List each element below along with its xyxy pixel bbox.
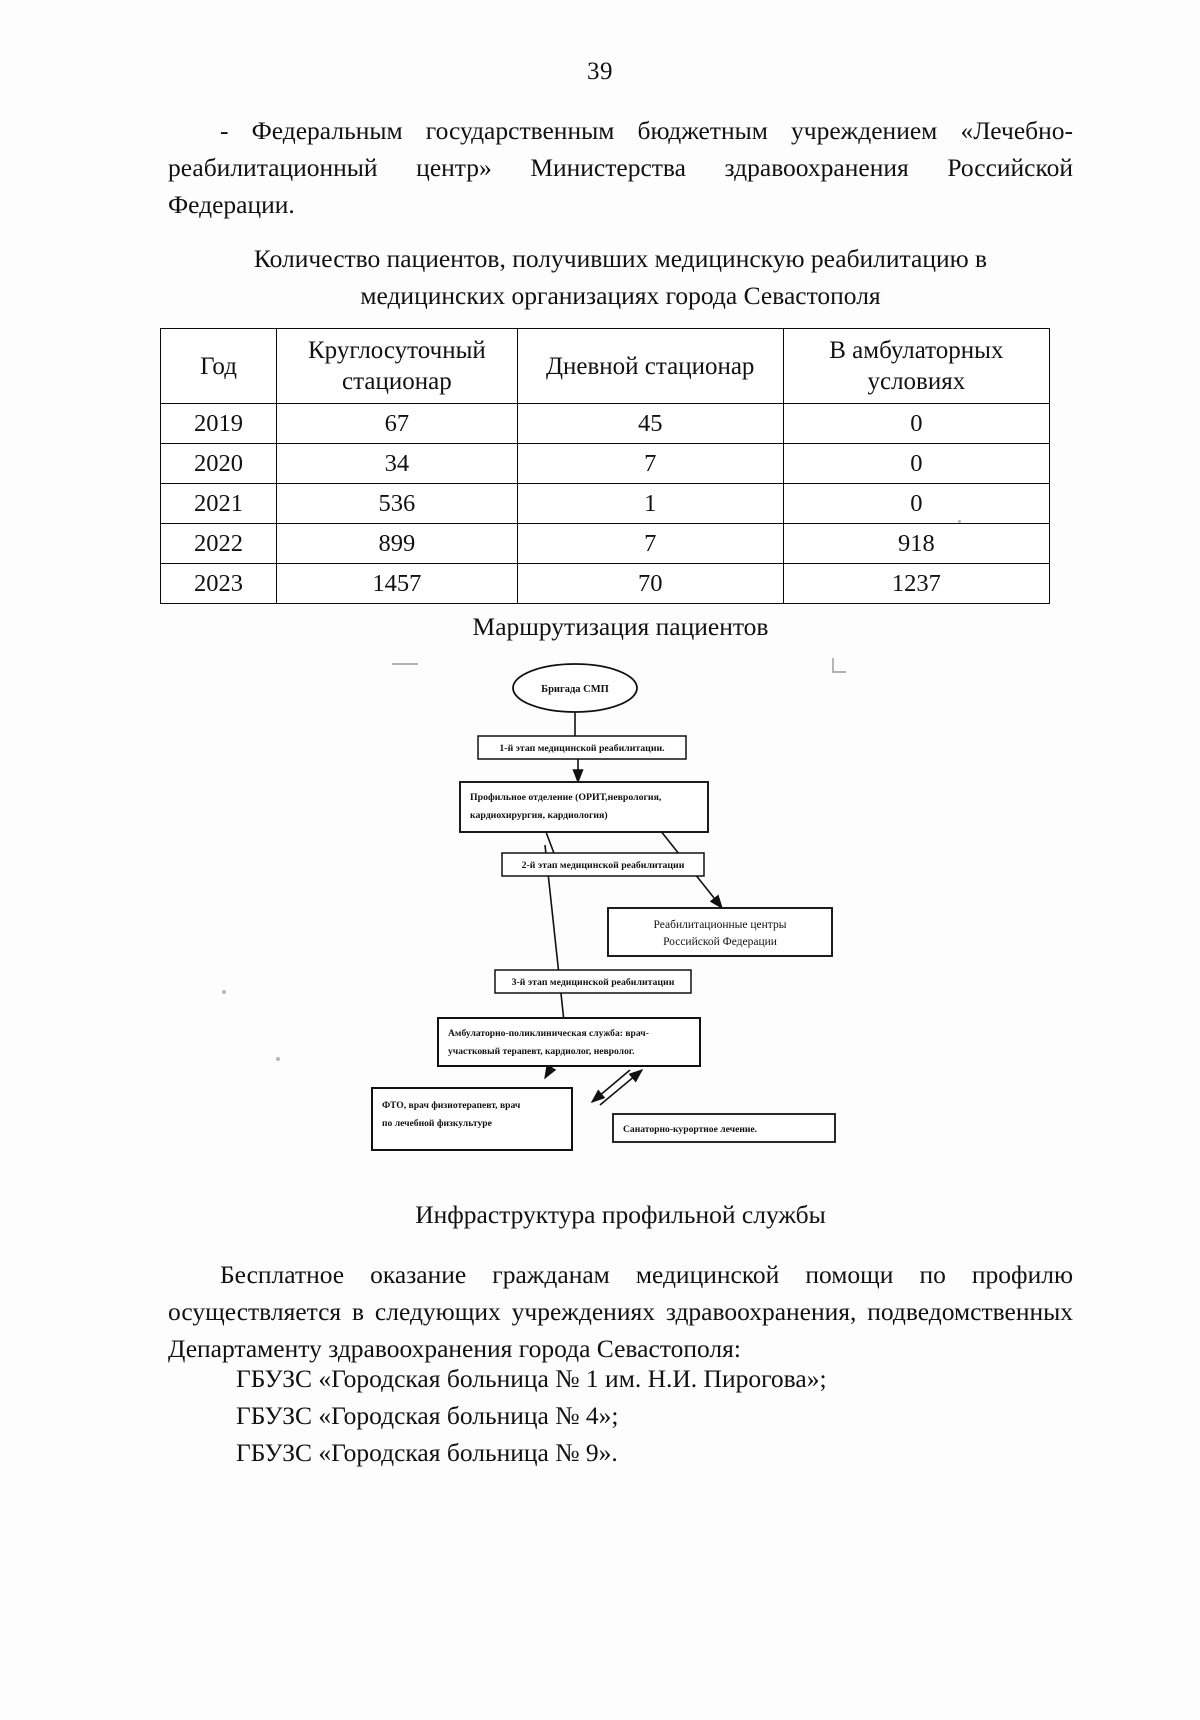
node-stage-1 bbox=[477, 735, 687, 760]
node-stage-2 bbox=[501, 852, 705, 877]
facility-list: ГБУЗС «Городская больница № 1 им. Н.И. П… bbox=[236, 1360, 1076, 1471]
scan-artifact-right bbox=[832, 658, 846, 673]
node-emergency-brigade-label: Бригада СМП bbox=[541, 684, 609, 695]
header-day-hospital: Дневной стационар bbox=[516, 328, 784, 404]
cell-round-the-clock: 67 bbox=[276, 403, 518, 444]
node-profile-department-line-1: Профильное отделение (ОРИТ,неврология, bbox=[470, 792, 662, 803]
table-row: 2021 536 1 0 bbox=[159, 483, 1051, 524]
scan-speckle bbox=[222, 990, 226, 994]
table-head: Год Круглосуточный стационар Дневной ста… bbox=[159, 328, 1051, 404]
cell-outpatient: 0 bbox=[782, 483, 1051, 524]
header-outpatient-line-1: В амбулаторных bbox=[829, 337, 1004, 364]
table-caption-line-2: медицинских организациях города Севастоп… bbox=[360, 281, 881, 310]
cell-round-the-clock: 536 bbox=[276, 483, 518, 524]
cell-day-hospital: 70 bbox=[516, 563, 784, 604]
intro-paragraph-text: - Федеральным государственным бюджетным … bbox=[168, 116, 1073, 219]
node-outpatient-service-line-1: Амбулаторно-поликлиническая служба: врач… bbox=[448, 1028, 649, 1039]
infrastructure-paragraph-text: Бесплатное оказание гражданам медицинско… bbox=[168, 1260, 1073, 1363]
cell-year: 2022 bbox=[159, 523, 278, 564]
cell-day-hospital: 7 bbox=[516, 523, 784, 564]
node-stage-2-label: 2-й этап медицинской реабилитации bbox=[522, 860, 685, 871]
node-stage-1-label: 1-й этап медицинской реабилитации. bbox=[499, 743, 665, 754]
infrastructure-caption: Инфраструктура профильной службы bbox=[415, 1200, 826, 1229]
node-physiotherapy-department bbox=[371, 1087, 573, 1151]
cell-year: 2020 bbox=[159, 443, 278, 484]
table-row: 2020 34 7 0 bbox=[159, 443, 1051, 484]
infrastructure-paragraph: Бесплатное оказание гражданам медицинско… bbox=[168, 1256, 1073, 1367]
intro-paragraph: - Федеральным государственным бюджетным … bbox=[168, 112, 1073, 223]
scan-speckle bbox=[958, 520, 961, 523]
cell-outpatient: 0 bbox=[782, 403, 1051, 444]
cell-outpatient: 918 bbox=[782, 523, 1051, 564]
cell-year: 2023 bbox=[159, 563, 278, 604]
cell-outpatient: 0 bbox=[782, 443, 1051, 484]
node-physiotherapy-department-line-2: по лечебной физкультуре bbox=[382, 1118, 493, 1129]
header-round-the-clock-line-2: стационар bbox=[342, 368, 452, 395]
connector-stage2-to-outpatient bbox=[544, 844, 571, 1042]
connector-sanatorium-to-outpatient bbox=[599, 1068, 644, 1106]
table-caption-line-1: Количество пациентов, получивших медицин… bbox=[253, 244, 988, 273]
node-emergency-brigade bbox=[512, 663, 638, 713]
cell-round-the-clock: 1457 bbox=[276, 563, 518, 604]
table-row: 2023 1457 70 1237 bbox=[159, 563, 1051, 604]
table-row: 2019 67 45 0 bbox=[159, 403, 1051, 444]
list-item: ГБУЗС «Городская больница № 9». bbox=[236, 1438, 618, 1467]
cell-day-hospital: 7 bbox=[516, 443, 784, 484]
scan-speckle bbox=[276, 1057, 280, 1061]
cell-year: 2019 bbox=[159, 403, 278, 444]
cell-outpatient: 1237 bbox=[782, 563, 1051, 604]
node-outpatient-service bbox=[437, 1017, 701, 1067]
header-outpatient: В амбулаторных условиях bbox=[782, 328, 1051, 404]
cell-year: 2021 bbox=[159, 483, 278, 524]
node-profile-department-line-2: кардиохирургия, кардиология) bbox=[470, 810, 608, 821]
patient-routing-flowchart: Бригада СМП 1-й этап медицинской реабили… bbox=[330, 650, 890, 1180]
node-profile-department bbox=[459, 781, 709, 833]
node-stage-3 bbox=[494, 969, 692, 994]
connector-outpatient-to-fto-secondary bbox=[590, 1069, 631, 1104]
rehabilitation-patients-table: Год Круглосуточный стационар Дневной ста… bbox=[159, 328, 1051, 604]
node-stage-3-label: 3-й этап медицинской реабилитации bbox=[512, 977, 675, 988]
header-round-the-clock: Круглосуточный стационар bbox=[276, 328, 518, 404]
header-year: Год bbox=[159, 328, 278, 404]
header-outpatient-line-2: условиях bbox=[867, 368, 966, 395]
node-physiotherapy-department-line-1: ФТО, врач физиотерапевт, врач bbox=[382, 1100, 521, 1111]
table-row: 2022 899 7 918 bbox=[159, 523, 1051, 564]
header-round-the-clock-line-1: Круглосуточный bbox=[307, 337, 486, 364]
node-rehabilitation-centers-line-1: Реабилитационные центры bbox=[654, 919, 787, 931]
node-outpatient-service-line-2: участковый терапевт, кардиолог, невролог… bbox=[448, 1046, 635, 1057]
table-body: 2019 67 45 0 2020 34 7 0 2021 536 1 0 20… bbox=[159, 403, 1051, 604]
list-item: ГБУЗС «Городская больница № 1 им. Н.И. П… bbox=[236, 1364, 827, 1393]
list-item: ГБУЗС «Городская больница № 4»; bbox=[236, 1401, 619, 1430]
node-sanatorium-treatment bbox=[612, 1113, 836, 1143]
node-rehabilitation-centers bbox=[607, 907, 833, 957]
table-header-row: Год Круглосуточный стационар Дневной ста… bbox=[159, 328, 1051, 404]
page-number: 39 bbox=[587, 58, 613, 85]
table-caption: Количество пациентов, получивших медицин… bbox=[168, 240, 1073, 314]
node-rehabilitation-centers-line-2: Российской Федерации bbox=[663, 936, 777, 948]
cell-day-hospital: 45 bbox=[516, 403, 784, 444]
cell-round-the-clock: 34 bbox=[276, 443, 518, 484]
diagram-caption: Маршрутизация пациентов bbox=[472, 612, 769, 641]
cell-round-the-clock: 899 bbox=[276, 523, 518, 564]
node-sanatorium-treatment-label: Санаторно-курортное лечение. bbox=[623, 1124, 757, 1135]
cell-day-hospital: 1 bbox=[516, 483, 784, 524]
